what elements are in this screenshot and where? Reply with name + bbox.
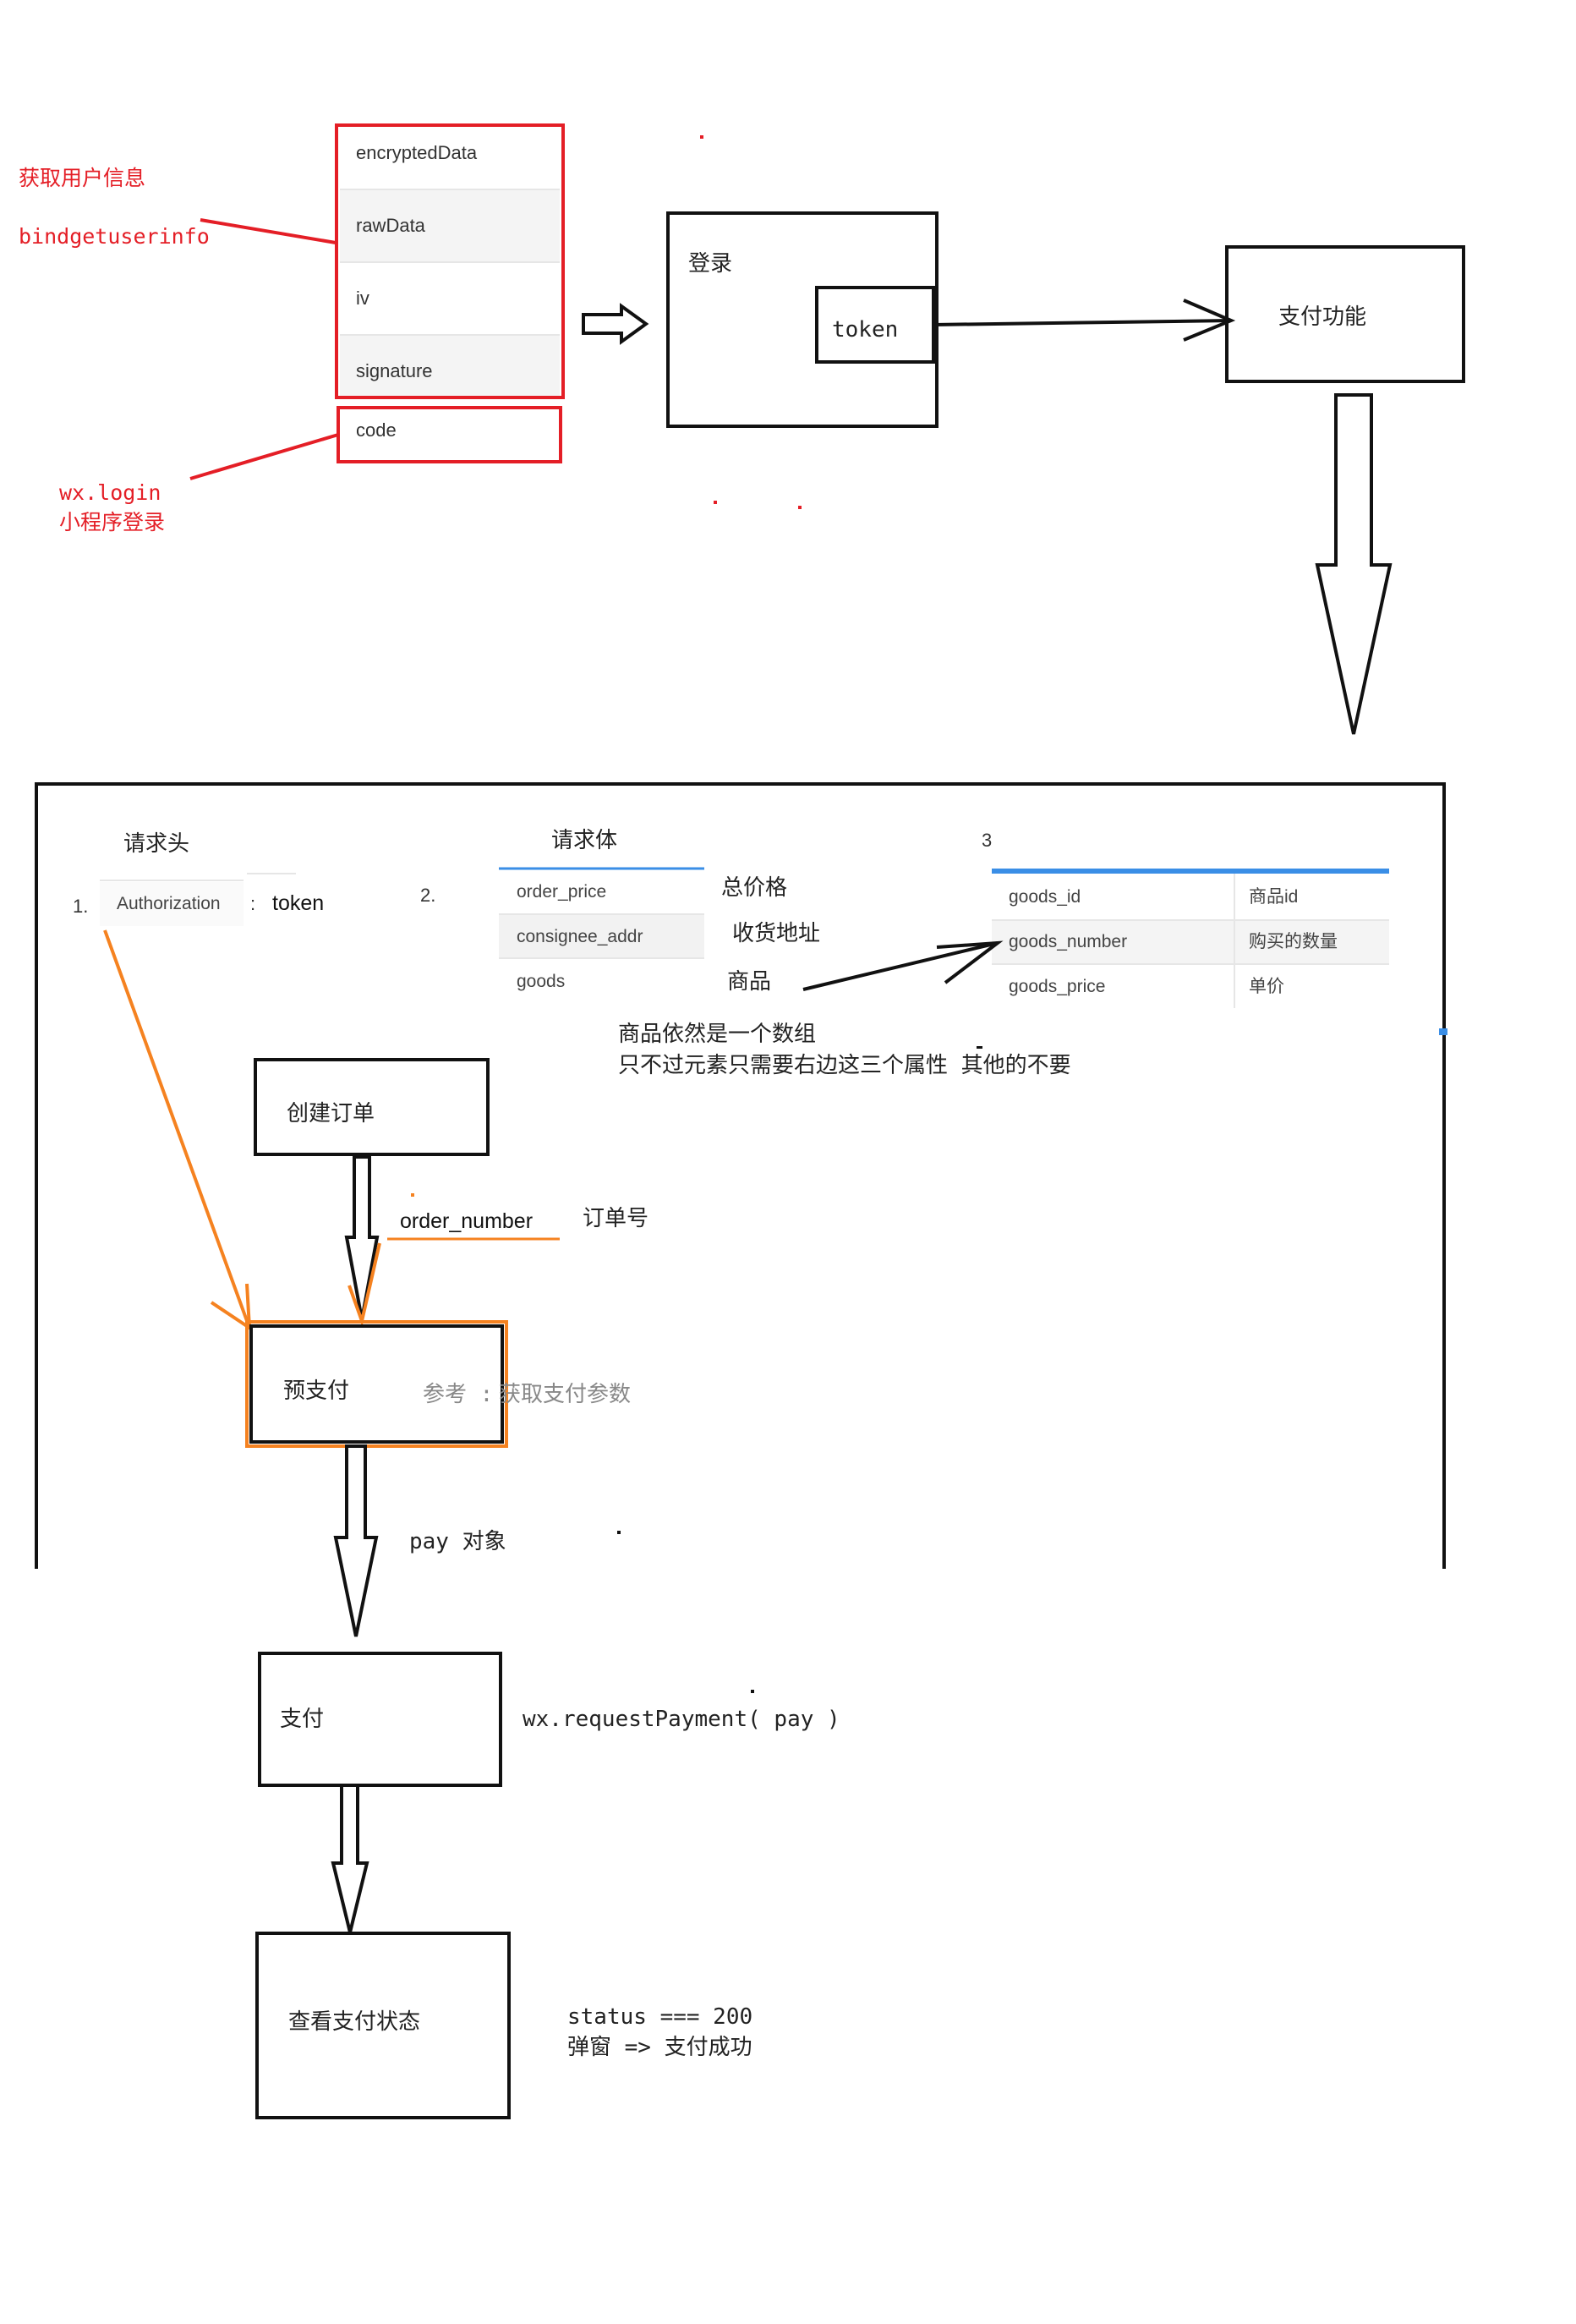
mini-program-login-label: 小程序登录 [59, 510, 166, 534]
userinfo-pointer-line [200, 218, 337, 244]
request-body-num: 2. [420, 885, 436, 906]
user-info-fields-box [335, 123, 565, 399]
order-number-label: order_number [400, 1209, 534, 1233]
userinfo-label-cn: 获取用户信息 [19, 166, 146, 190]
goods-field-id: goods_id [1009, 887, 1081, 907]
pay-object-label: pay 对象 [409, 1529, 506, 1554]
auth-value: token [272, 891, 325, 915]
hollow-arrow-down-2 [333, 1444, 379, 1637]
hollow-arrow-right [582, 303, 649, 345]
order-number-desc: 订单号 [583, 1206, 649, 1231]
body-desc-goods: 商品 [727, 969, 772, 995]
prepay-ref-prefix: 参考 : [423, 1382, 494, 1407]
goods-field-price: goods_price [1009, 977, 1106, 996]
prepay-box [245, 1320, 508, 1448]
status-line2: 弹窗 => 支付成功 [567, 2035, 752, 2060]
field-iv: iv [356, 288, 369, 309]
goods-arrow-line [802, 941, 999, 991]
login-box [666, 211, 938, 428]
goods-desc-number: 购买的数量 [1249, 932, 1338, 951]
body-field-goods: goods [517, 972, 566, 991]
status-box [255, 1932, 511, 2119]
create-order-title: 创建订单 [287, 1101, 375, 1126]
login-title: 登录 [688, 251, 733, 277]
token-label: token [832, 317, 899, 343]
auth-colon: : [250, 893, 256, 914]
body-desc-consignee-addr: 收货地址 [732, 921, 821, 946]
request-payment-api: wx.requestPayment( pay ) [523, 1707, 840, 1732]
body-field-consignee-addr: consignee_addr [517, 927, 643, 946]
big-hollow-arrow-down [1315, 393, 1393, 735]
status-title: 查看支付状态 [288, 2009, 421, 2035]
prepay-ref: 获取支付参数 [499, 1382, 632, 1407]
token-arrow-head [1183, 299, 1236, 342]
wx-login-label: wx.login [59, 480, 161, 505]
goods-note-line1: 商品依然是一个数组 [618, 1022, 817, 1047]
create-order-box [254, 1058, 490, 1156]
body-field-order-price: order_price [517, 882, 607, 902]
body-desc-order-price: 总价格 [721, 875, 788, 901]
edge-blue-mark [1439, 1028, 1447, 1035]
payment-box [1225, 245, 1465, 383]
field-rawdata: rawData [356, 215, 425, 236]
auth-key: Authorization [117, 894, 221, 913]
hollow-arrow-down-3 [331, 1784, 369, 1933]
pay-title: 支付 [280, 1707, 325, 1732]
token-arrow-line [933, 319, 1232, 326]
pay-box [258, 1652, 502, 1787]
goods-desc-price: 单价 [1249, 977, 1284, 996]
auth-orange-head [210, 1283, 252, 1331]
field-encrypteddata: encryptedData [356, 142, 478, 163]
login-pointer-line [189, 433, 339, 480]
goods-table [992, 869, 1389, 1008]
goods-field-number: goods_number [1009, 932, 1128, 951]
goods-note-line2: 只不过元素只需要右边这三个属性 其他的不要 [618, 1053, 1071, 1078]
field-signature: signature [356, 360, 433, 381]
request-body-title: 请求体 [551, 828, 618, 853]
status-line1: status === 200 [567, 2004, 753, 2030]
auth-to-prepay-orange-line [103, 929, 251, 1329]
prepay-title: 预支付 [283, 1379, 350, 1404]
goods-arrow-head [936, 940, 1004, 984]
request-body-table [499, 867, 704, 959]
goods-table-num: 3 [982, 830, 993, 851]
userinfo-label-api: bindgetuserinfo [19, 224, 210, 249]
field-code: code [356, 419, 397, 441]
request-header-num: 1. [73, 896, 89, 917]
request-header-table [100, 873, 296, 926]
request-header-title: 请求头 [123, 831, 190, 857]
order-section-frame [35, 782, 1446, 1569]
goods-desc-id: 商品id [1249, 887, 1299, 907]
hollow-arrow-down-1 [344, 1155, 380, 1320]
payment-title: 支付功能 [1278, 304, 1367, 330]
